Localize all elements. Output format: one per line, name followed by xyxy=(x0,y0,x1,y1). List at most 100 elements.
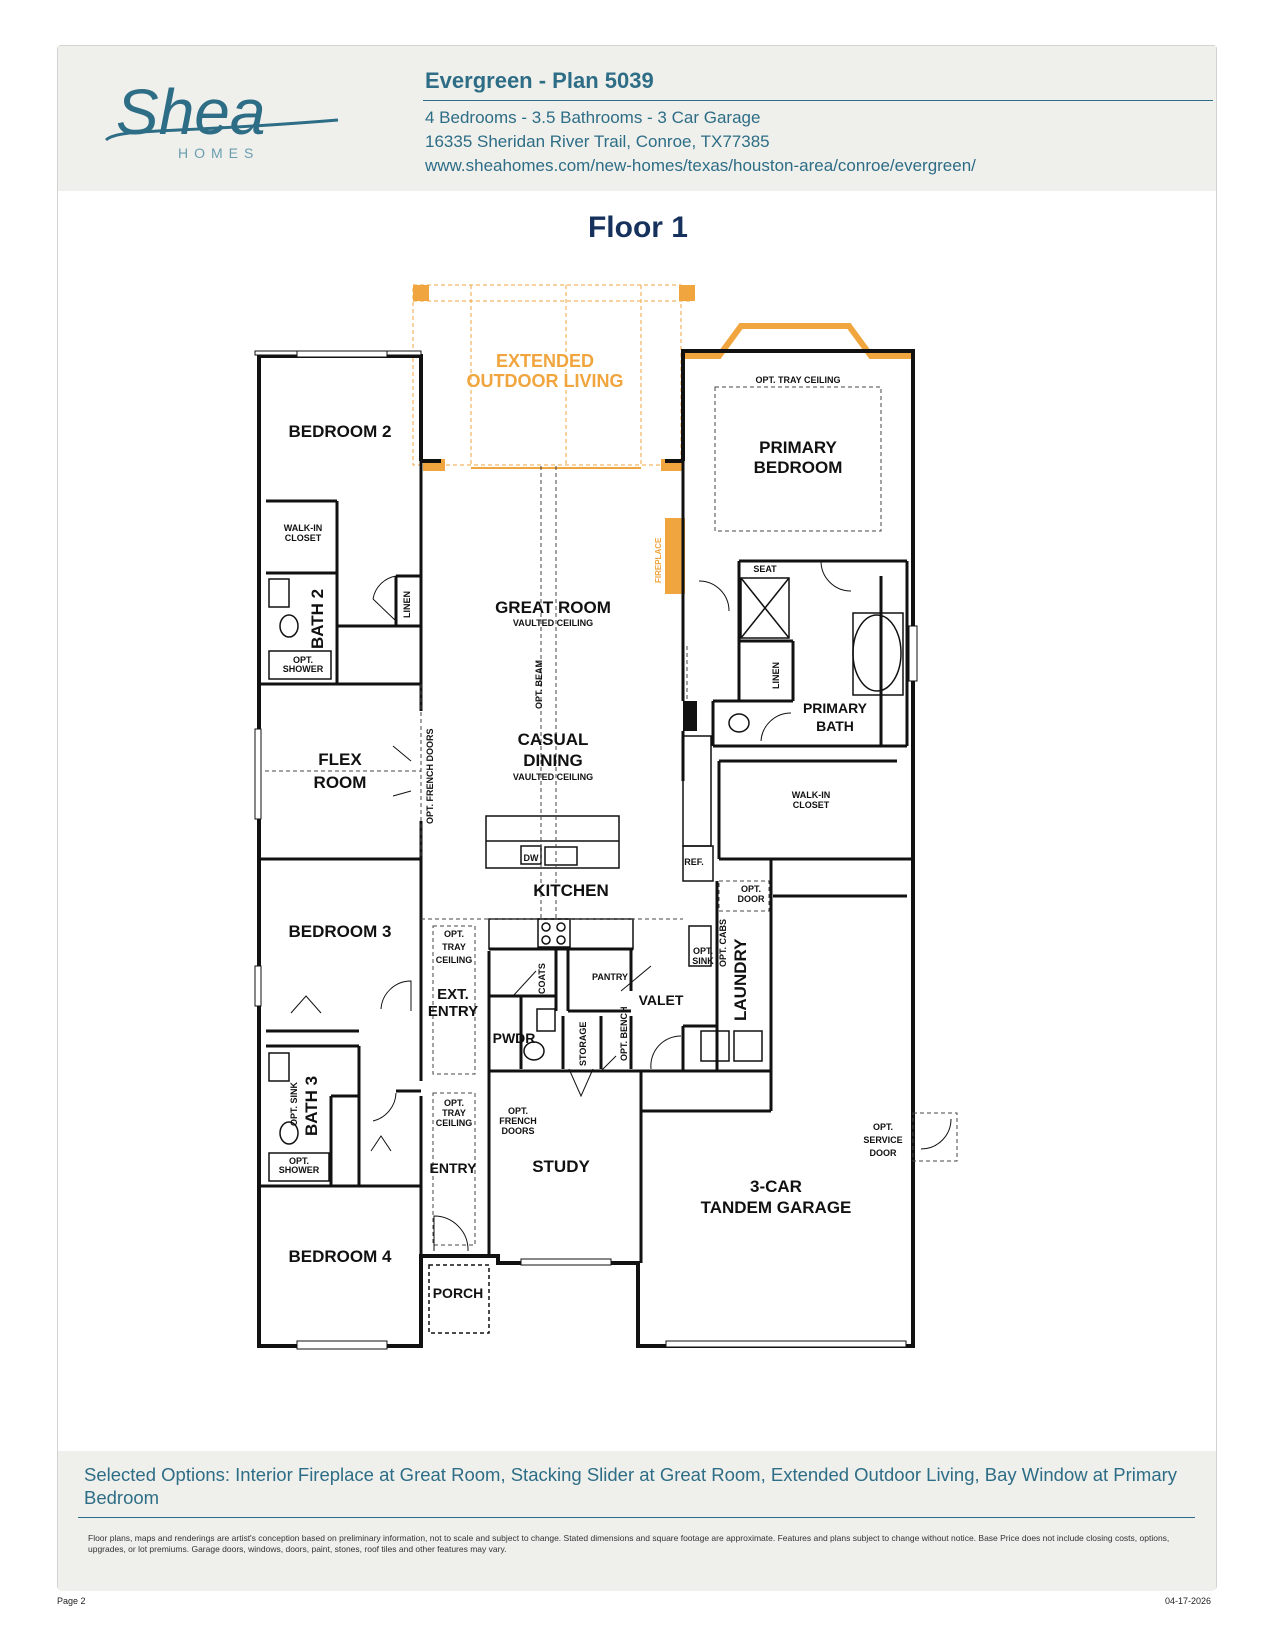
svg-text:VAULTED CEILING: VAULTED CEILING xyxy=(513,772,593,782)
label-powder-room: PWDR xyxy=(493,1030,536,1046)
windows xyxy=(254,350,918,1350)
toilet-icon xyxy=(279,614,299,638)
label-study: STUDY xyxy=(532,1157,590,1176)
footer-divider xyxy=(78,1517,1195,1518)
label-flex-room: FLEX xyxy=(318,750,362,769)
brochure-sheet: Shea HOMES Evergreen - Plan 5039 4 Bedro… xyxy=(57,45,1217,1591)
svg-text:BEDROOM: BEDROOM xyxy=(754,458,843,477)
floor-plan: EXTENDED OUTDOOR LIVING FIREPLACE xyxy=(254,284,958,1350)
svg-text:WALK-IN: WALK-IN xyxy=(284,523,323,533)
svg-text:TANDEM GARAGE: TANDEM GARAGE xyxy=(701,1198,852,1217)
svg-text:OPT. TRAY CEILING: OPT. TRAY CEILING xyxy=(755,375,840,385)
washer xyxy=(700,1030,730,1062)
dryer xyxy=(733,1030,763,1062)
svg-text:CEILING: CEILING xyxy=(436,955,473,965)
plan-title: Evergreen - Plan 5039 xyxy=(425,68,654,93)
label-laundry: LAUNDRY xyxy=(731,938,750,1021)
svg-text:SHOWER: SHOWER xyxy=(279,1165,320,1175)
svg-text:WALK-IN: WALK-IN xyxy=(792,790,831,800)
svg-text:DINING: DINING xyxy=(523,751,583,770)
label-bedroom2: BEDROOM 2 xyxy=(289,422,392,441)
svg-text:ENTRY: ENTRY xyxy=(428,1003,478,1020)
label-entry: ENTRY xyxy=(430,1160,478,1176)
svg-text:PANTRY: PANTRY xyxy=(592,972,628,982)
print-date: 04-17-2026 xyxy=(1165,1596,1212,1606)
svg-text:BATH: BATH xyxy=(816,718,854,734)
primary-shower xyxy=(740,577,790,639)
title-divider xyxy=(423,100,1213,101)
svg-text:ROOM: ROOM xyxy=(314,773,367,792)
svg-text:SHOWER: SHOWER xyxy=(283,664,324,674)
fireplace xyxy=(665,518,685,594)
svg-text:OPT. SINK: OPT. SINK xyxy=(289,1081,299,1126)
exterior-walls xyxy=(257,349,915,1348)
label-porch: PORCH xyxy=(433,1285,484,1301)
bay-window xyxy=(683,323,913,359)
shower-bath2 xyxy=(268,650,332,680)
svg-text:TRAY: TRAY xyxy=(442,1108,466,1118)
shea-homes-logo: Shea HOMES xyxy=(104,76,339,161)
svg-text:LINEN: LINEN xyxy=(771,662,781,689)
plan-address: 16335 Sheridan River Trail, Conroe, TX77… xyxy=(425,132,770,151)
svg-text:TRAY: TRAY xyxy=(442,942,466,952)
svg-text:OPT. BENCH: OPT. BENCH xyxy=(619,1006,629,1061)
svg-text:DOORS: DOORS xyxy=(501,1126,534,1136)
label-bath3: BATH 3 xyxy=(302,1076,321,1136)
svg-text:SEAT: SEAT xyxy=(753,564,777,574)
svg-text:FRENCH: FRENCH xyxy=(499,1116,537,1126)
shower-bath3 xyxy=(268,1152,330,1182)
label-valet: VALET xyxy=(639,992,684,1008)
kitchen-cabinets xyxy=(485,735,714,950)
svg-text:OPT.: OPT. xyxy=(293,655,313,665)
svg-text:OPT.: OPT. xyxy=(444,929,464,939)
toilet-icon xyxy=(523,1041,545,1061)
toilet-icon xyxy=(279,1121,299,1145)
label-bedroom3: BEDROOM 3 xyxy=(289,922,392,941)
svg-text:CLOSET: CLOSET xyxy=(285,533,322,543)
label-ext-entry: EXT. xyxy=(437,986,469,1003)
room-labels: BEDROOM 2 WALK-IN CLOSET BATH 2 LINEN OP… xyxy=(279,375,903,1301)
svg-text:Shea: Shea xyxy=(116,76,265,148)
svg-text:COATS: COATS xyxy=(537,963,547,994)
plan-url[interactable]: www.sheahomes.com/new-homes/texas/housto… xyxy=(425,156,976,175)
footer-band: Selected Options: Interior Fireplace at … xyxy=(58,1451,1216,1591)
primary-tub xyxy=(852,614,902,692)
svg-text:SERVICE: SERVICE xyxy=(863,1135,902,1145)
svg-text:LINEN: LINEN xyxy=(402,591,412,618)
plan-specs: 4 Bedrooms - 3.5 Bathrooms - 3 Car Garag… xyxy=(425,108,761,127)
door-swings xyxy=(290,560,952,1252)
svg-text:HOMES: HOMES xyxy=(178,145,259,161)
svg-text:REF.: REF. xyxy=(684,857,704,867)
svg-text:FIREPLACE: FIREPLACE xyxy=(654,537,663,583)
label-primary-bedroom: PRIMARY xyxy=(759,438,837,457)
svg-text:OUTDOOR LIVING: OUTDOOR LIVING xyxy=(467,371,624,391)
svg-text:DW: DW xyxy=(524,853,539,863)
label-kitchen: KITCHEN xyxy=(533,881,609,900)
svg-text:DOOR: DOOR xyxy=(870,1148,898,1158)
svg-text:OPT. BEAM: OPT. BEAM xyxy=(534,660,544,709)
label-great-room: GREAT ROOM xyxy=(495,598,611,617)
primary-tray-ceiling xyxy=(714,386,882,532)
label-bedroom4: BEDROOM 4 xyxy=(289,1247,393,1266)
svg-text:CEILING: CEILING xyxy=(436,1118,473,1128)
label-casual-dining: CASUAL xyxy=(518,730,589,749)
svg-text:BATH 2: BATH 2 xyxy=(308,589,327,649)
svg-text:OPT.: OPT. xyxy=(508,1106,528,1116)
svg-text:OPT.: OPT. xyxy=(741,884,761,894)
svg-text:SINK: SINK xyxy=(692,956,714,966)
svg-text:EXTENDED: EXTENDED xyxy=(496,351,594,371)
floor-title: Floor 1 xyxy=(587,211,688,244)
svg-text:OPT.: OPT. xyxy=(873,1122,893,1132)
toilet-icon xyxy=(728,713,750,733)
svg-text:VAULTED CEILING: VAULTED CEILING xyxy=(513,618,593,628)
porch xyxy=(428,1264,490,1334)
svg-text:OPT.: OPT. xyxy=(444,1098,464,1108)
header-band: Shea HOMES Evergreen - Plan 5039 4 Bedro… xyxy=(58,46,1216,191)
page-number: Page 2 xyxy=(57,1596,86,1606)
svg-text:OPT.: OPT. xyxy=(693,946,713,956)
label-primary-bath: PRIMARY xyxy=(803,700,868,716)
svg-text:OPT. FRENCH DOORS: OPT. FRENCH DOORS xyxy=(425,728,435,824)
label-garage: 3-CAR xyxy=(750,1177,802,1196)
svg-text:STORAGE: STORAGE xyxy=(578,1022,588,1066)
svg-text:OPT. CABS: OPT. CABS xyxy=(718,919,728,967)
